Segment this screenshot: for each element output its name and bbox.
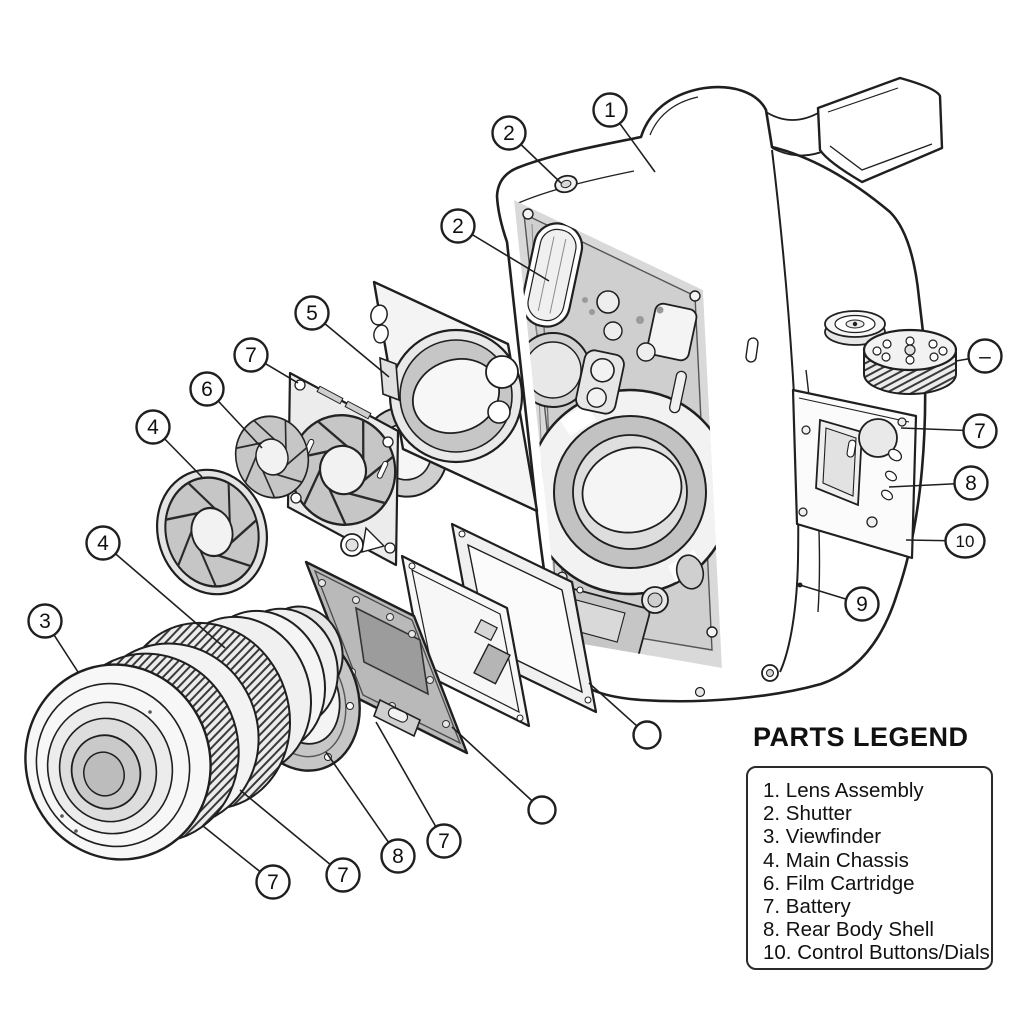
- legend-item: 8. Rear Body Shell: [763, 918, 934, 942]
- lens-release-block: [575, 349, 625, 415]
- main-chassis-internals: [514, 200, 722, 668]
- callout-unlabeled: [451, 726, 557, 825]
- callout-number: 5: [306, 302, 318, 325]
- callout-number: 8: [392, 845, 404, 868]
- shutter-window: [520, 222, 584, 328]
- callout-circle: [962, 413, 998, 449]
- legend-item: 6. Film Cartridge: [763, 871, 915, 895]
- callout-number: 3: [39, 610, 51, 633]
- callout-7: 7: [233, 337, 299, 384]
- callout-circle: [85, 525, 121, 561]
- viewfinder-eyepiece: [765, 76, 944, 184]
- callout-7: 7: [239, 789, 361, 893]
- callout-9: 9: [799, 584, 880, 622]
- callout-2: 2: [440, 208, 550, 282]
- callout-circle: [189, 371, 225, 407]
- callout-10: 10: [905, 523, 986, 559]
- callout-7: 7: [375, 721, 462, 859]
- top-screw: [554, 174, 578, 194]
- callout-number: 7: [438, 830, 450, 853]
- callout-number: 7: [267, 871, 279, 894]
- callout-7: 7: [900, 413, 998, 449]
- mode-dial: [862, 328, 958, 395]
- callout-number: 9: [856, 593, 868, 616]
- leader-line: [102, 542, 226, 649]
- callout-4: 4: [85, 525, 226, 649]
- legend-item: 4. Main Chassis: [763, 848, 909, 872]
- callout-number: 10: [956, 532, 975, 551]
- callout-circle: [491, 115, 527, 151]
- callout-circle: [294, 295, 330, 331]
- face-plate-button-small: [487, 400, 511, 424]
- leader-line: [325, 751, 399, 857]
- callout-number: 2: [452, 215, 464, 238]
- strap-slot: [745, 337, 759, 363]
- callout-circle: [255, 864, 291, 900]
- callout-circle: [27, 603, 63, 639]
- callout-number: 7: [337, 864, 349, 887]
- back-plate: [450, 522, 598, 714]
- callout-circle: [325, 857, 361, 893]
- legend-item: 1. Lens Assembly: [763, 779, 924, 802]
- face-plate-door: [379, 356, 400, 402]
- callout-number: 7: [974, 420, 986, 443]
- face-plate-button-large: [485, 355, 519, 389]
- callout-circle: [380, 838, 416, 874]
- callout-7: 7: [202, 825, 291, 900]
- rear-panel-button: [858, 418, 898, 458]
- callout-circle: [592, 92, 628, 128]
- callout-number: 6: [201, 378, 213, 401]
- callout-layer: 1 2 2 5 7 6 4 4 3 7 7 8 7 – 7 8 10 9: [27, 92, 1003, 900]
- callout-circle: [953, 465, 989, 501]
- film-gate-window: [354, 606, 430, 696]
- callout-number: 7: [245, 344, 257, 367]
- callout-circle: [632, 720, 662, 750]
- callout-circle: [440, 208, 476, 244]
- callout-unlabeled: [588, 682, 662, 750]
- callout-4: 4: [135, 409, 203, 478]
- callout-circle: [527, 795, 557, 825]
- aperture-ring-large: [152, 465, 272, 599]
- leader-line: [239, 789, 344, 876]
- callout-circle: [135, 409, 171, 445]
- callout-–: –: [955, 338, 1003, 374]
- lens-assembly: [24, 605, 344, 861]
- legend-item: 2. Shutter: [763, 802, 852, 826]
- callout-circle: [967, 338, 1003, 374]
- callout-8: 8: [325, 751, 416, 874]
- callout-5: 5: [294, 295, 390, 378]
- callout-circle: [233, 337, 269, 373]
- callout-circle: [844, 586, 880, 622]
- leader-line: [457, 225, 550, 282]
- callout-number: 8: [965, 472, 977, 495]
- rewind-dial: [824, 310, 886, 346]
- callout-8: 8: [888, 465, 989, 501]
- callout-number: 4: [147, 416, 159, 439]
- legend-title: PARTS LEGEND: [753, 722, 969, 752]
- leader-line: [375, 721, 445, 842]
- legend-item: 7. Battery: [763, 895, 851, 919]
- legend-item: 10. Control Buttons/Dials: [763, 941, 990, 965]
- film-gate-plate: [304, 560, 469, 755]
- callout-6: 6: [189, 371, 263, 449]
- leader-line: [451, 726, 543, 811]
- callout-2: 2: [491, 115, 562, 184]
- rear-control-panel: [791, 388, 918, 560]
- legend-item: 3. Viewfinder: [763, 825, 882, 849]
- callout-number: –: [979, 345, 991, 368]
- callout-number: 2: [503, 122, 515, 145]
- callout-number: 4: [97, 532, 109, 555]
- callout-number: 1: [604, 99, 616, 122]
- callout-circle: [426, 823, 462, 859]
- viewfinder-hump-line: [649, 96, 699, 136]
- callout-1: 1: [592, 92, 656, 173]
- lens-mount-ring: [526, 388, 722, 596]
- callout-3: 3: [27, 603, 79, 673]
- callout-circle: [944, 523, 986, 559]
